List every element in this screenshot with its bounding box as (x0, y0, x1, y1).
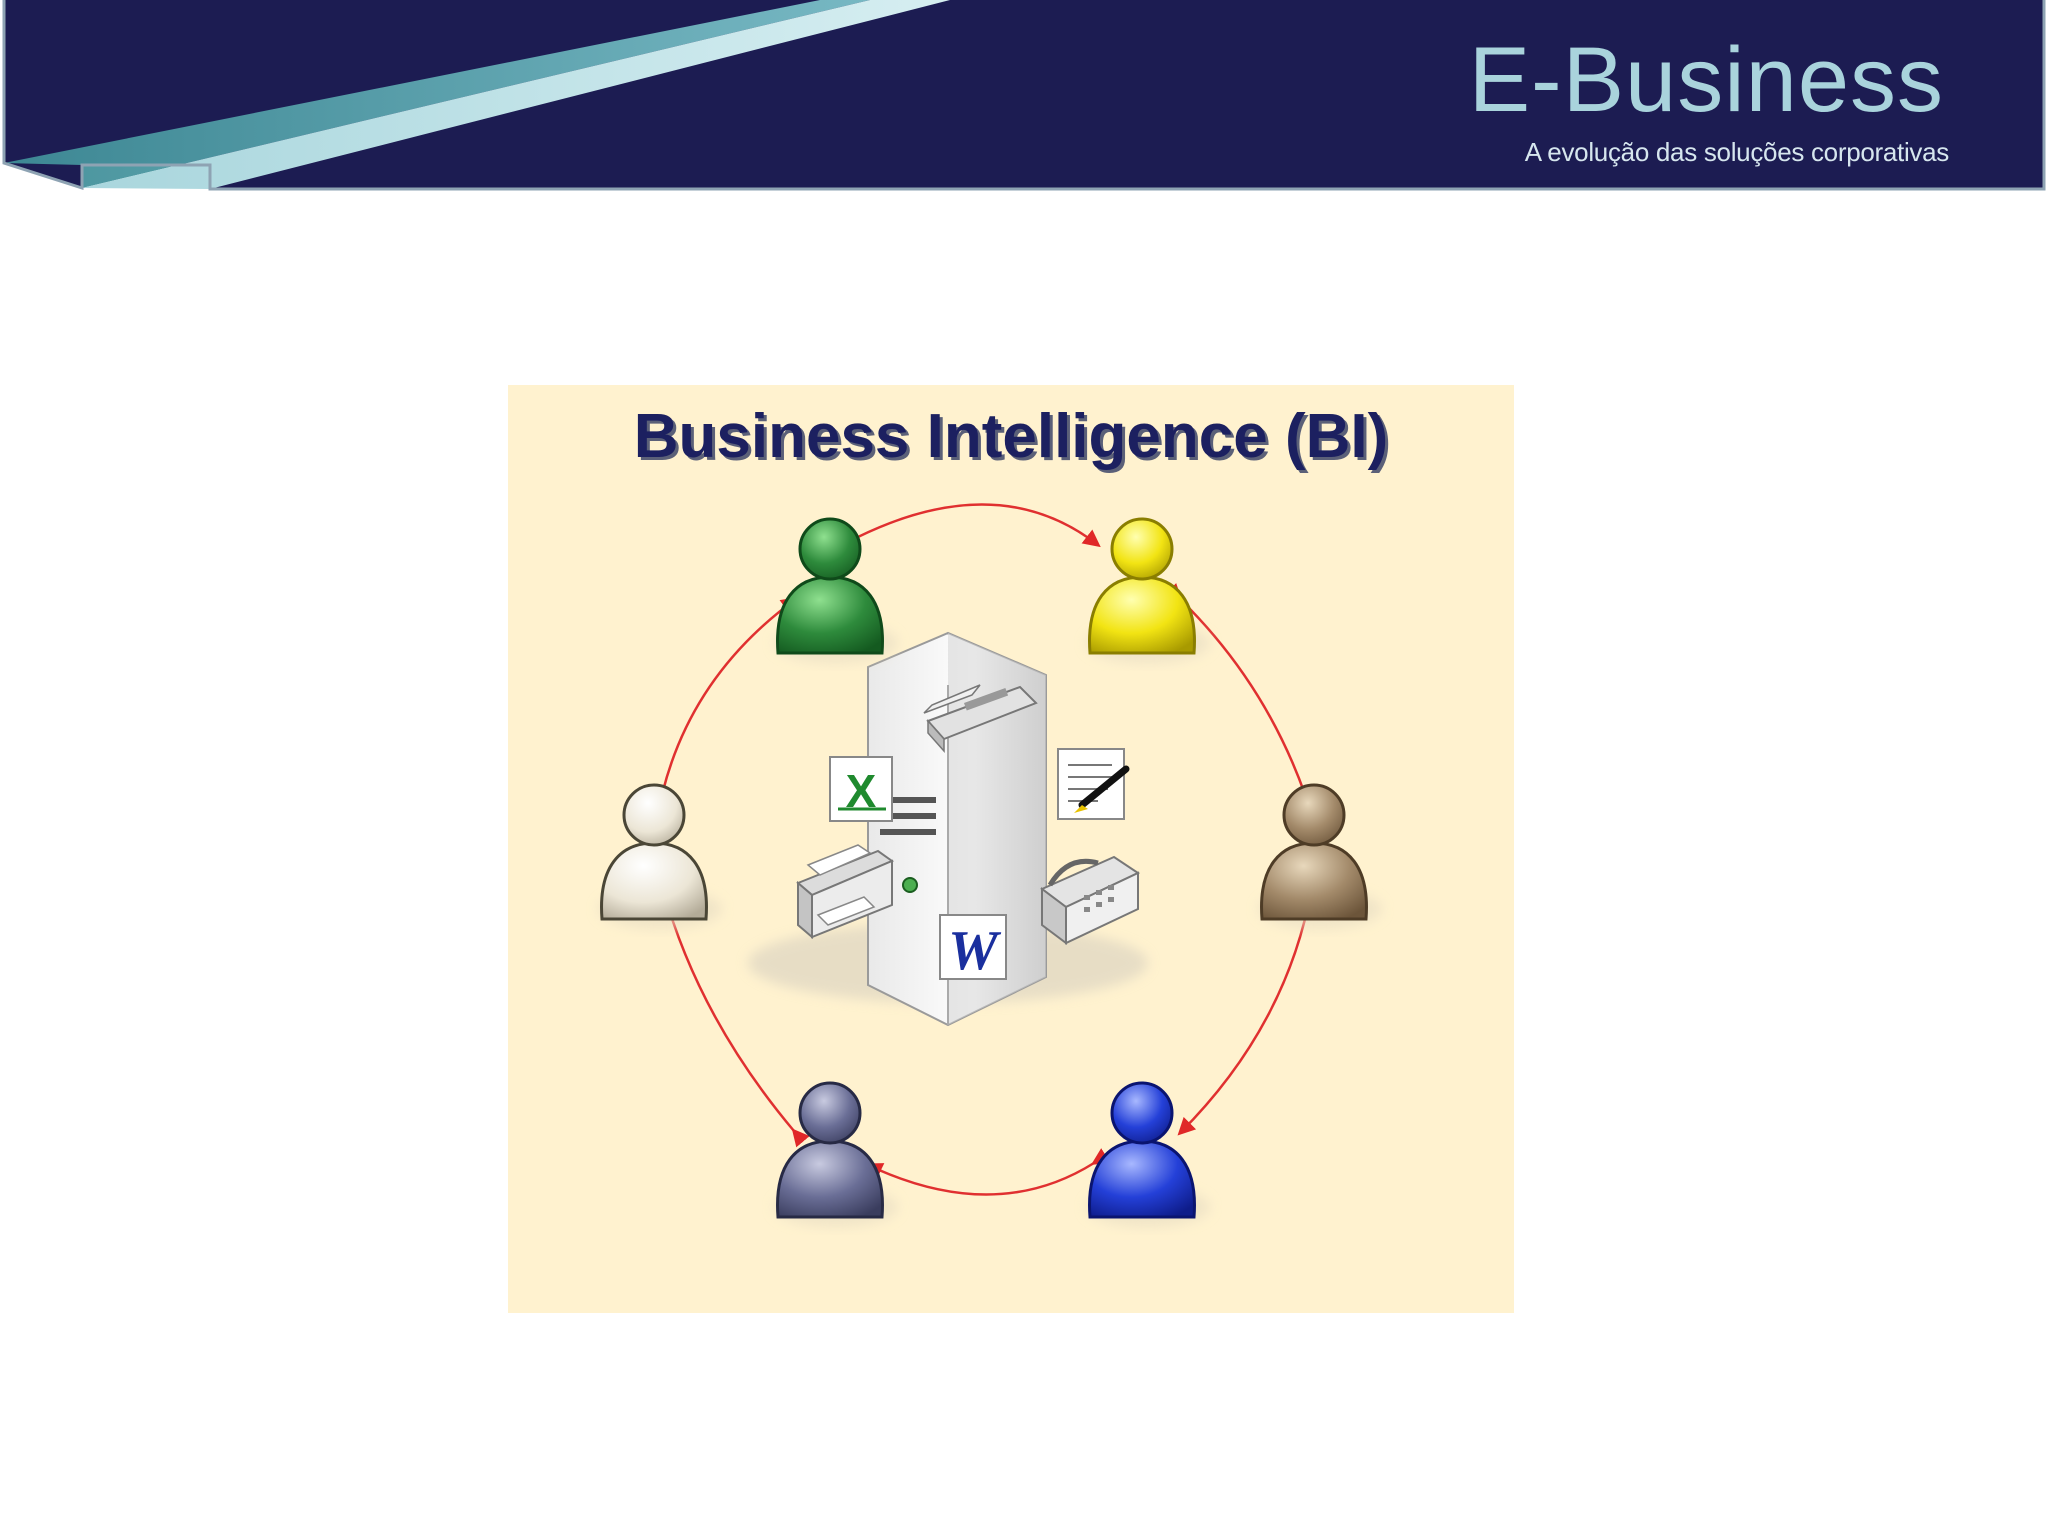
user-icon-slate (774, 1081, 898, 1227)
user-icon-brown (1258, 783, 1382, 929)
bi-diagram-panel: X (508, 385, 1514, 1313)
svg-text:W: W (948, 920, 1002, 982)
arrow-cream-green (645, 596, 799, 841)
excel-icon: X (829, 756, 893, 822)
user-icon-green (774, 517, 898, 663)
header-subtitle: A evolução das soluções corporativas (1524, 137, 1950, 167)
header-border (2, 0, 2046, 191)
printer-icon (796, 844, 895, 940)
user-icon-yellow (1086, 517, 1210, 663)
header-stripe-teal (4, 0, 870, 188)
user-icon-blue (1086, 1081, 1210, 1227)
header-banner (2, 0, 2046, 191)
fax-icon (1040, 855, 1141, 945)
scanner-icon (923, 684, 1038, 753)
header-background (4, 0, 2044, 189)
header-stripe-light (82, 0, 950, 189)
document-pen-icon (1057, 748, 1130, 820)
user-icon-cream (598, 783, 722, 929)
diagram-title: Business Intelligence (BI) (633, 402, 1389, 471)
word-icon: W (939, 914, 1007, 982)
arrow-green-yellow (829, 503, 1101, 558)
header-title: E-Business (1468, 29, 1944, 131)
bi-diagram: X (598, 503, 1382, 1227)
central-server: X (748, 631, 1148, 1027)
arrow-blue-slate (864, 1148, 1111, 1196)
